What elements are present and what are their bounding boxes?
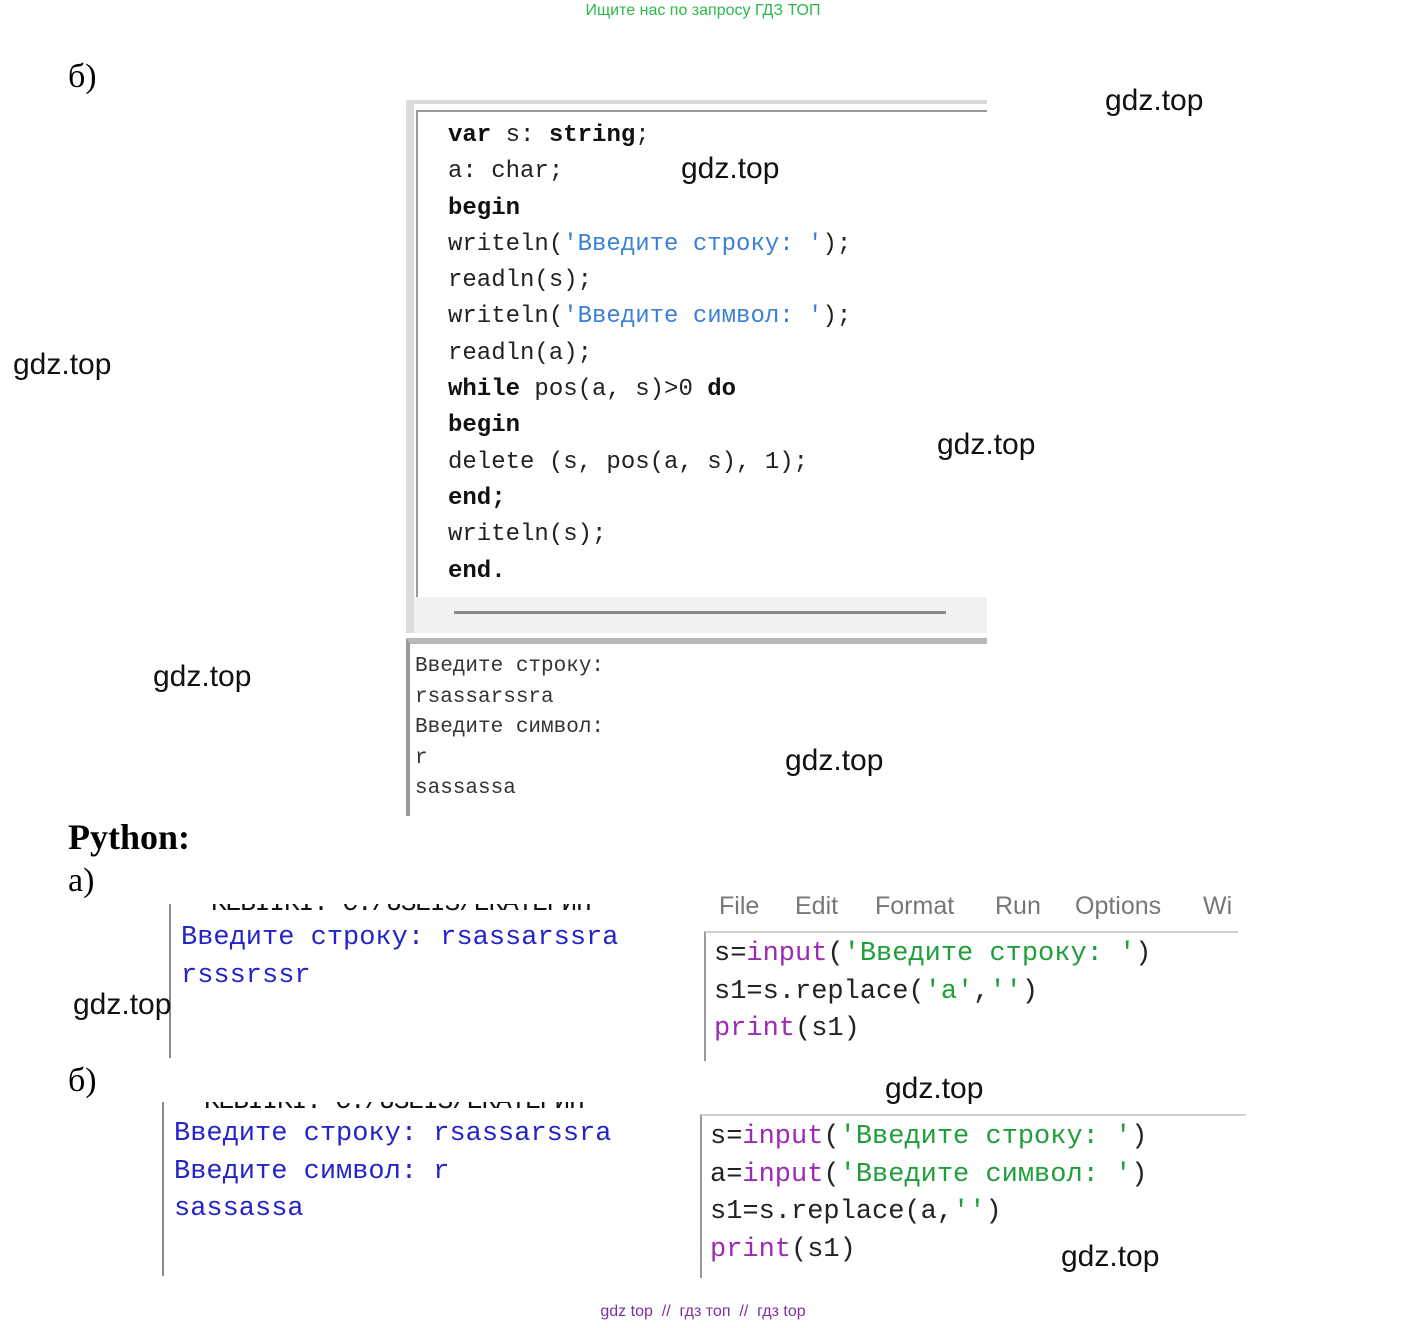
menu-format[interactable]: Format: [875, 896, 955, 920]
python-shell-a: KEBIIKI. C./USEIS/ЕКАТЕРИН Введите строк…: [169, 904, 705, 1058]
watermark: gdz.top: [885, 1072, 984, 1105]
python-editor-a[interactable]: s=input('Введите строку: ') s1=s.replace…: [704, 931, 1238, 1061]
pascal-code: var s: string; a: char; begin writeln('В…: [448, 118, 851, 590]
watermark: gdz.top: [1061, 1240, 1160, 1273]
shell-line: Введите строку: rsassarssra: [174, 1119, 612, 1149]
pascal-output-window: Введите строку: rsassarssra Введите симв…: [406, 638, 987, 816]
shell-line: Введите символ: r: [174, 1156, 450, 1187]
pascal-line: delete (s, pos(a, s), 1);: [448, 448, 809, 476]
watermark: gdz.top: [73, 988, 172, 1021]
python-code-b: s=input('Введите строку: ') a=input('Вве…: [710, 1119, 1147, 1269]
horizontal-scrollbar[interactable]: [414, 597, 987, 633]
python-shell-b: KEBIIKI. C./USEIS/ЕКАТЕРИН Введите строк…: [162, 1102, 702, 1276]
pascal-line: end;: [448, 484, 506, 512]
pascal-line: end.: [448, 557, 506, 585]
pascal-line: var s: string;: [448, 122, 650, 149]
python-editor-b[interactable]: s=input('Введите строку: ') a=input('Вве…: [700, 1114, 1246, 1278]
section-label-a: а): [68, 862, 95, 899]
output-line: Введите символ:: [415, 716, 605, 739]
pascal-line: begin: [448, 412, 521, 440]
pascal-line: writeln('Введите символ: ');: [448, 303, 852, 331]
watermark: gdz.top: [13, 348, 112, 381]
code-line: s1=s.replace(a,''): [710, 1197, 1002, 1227]
menu-window[interactable]: Wi: [1203, 896, 1233, 920]
menu-file[interactable]: File: [719, 896, 760, 920]
pascal-line: readln(s);: [448, 267, 593, 295]
menu-edit[interactable]: Edit: [795, 896, 839, 920]
code-line: a=input('Введите символ: '): [710, 1159, 1148, 1190]
code-line: s1=s.replace('a',''): [714, 976, 1039, 1007]
code-line: s=input('Введите строку: '): [710, 1122, 1148, 1152]
code-line: s=input('Введите строку: '): [714, 939, 1152, 969]
idle-menu-bar: File Edit Format Run Options Wi: [705, 896, 1245, 930]
code-line: print(s1): [710, 1234, 856, 1265]
shell-line: sassassa: [174, 1194, 304, 1224]
pascal-line: begin: [448, 194, 521, 222]
shell-line: Введите строку: rsassarssra: [181, 923, 619, 953]
pascal-code-editor[interactable]: var s: string; a: char; begin writeln('В…: [406, 100, 987, 633]
code-line: print(s1): [714, 1014, 860, 1044]
menu-options[interactable]: Options: [1075, 896, 1162, 920]
shell-output-b: Введите строку: rsassarssra Введите симв…: [174, 1116, 611, 1229]
shell-path-cut: KEBIIKI. C./USEIS/ЕКАТЕРИН: [211, 904, 592, 918]
site-header: Ищите нас по запросу ГДЗ ТОП: [585, 2, 821, 19]
section-label-b2: б): [68, 1062, 97, 1099]
watermark: gdz.top: [1105, 84, 1204, 117]
python-heading: Python:: [68, 817, 191, 857]
pascal-line: writeln(s);: [448, 521, 607, 549]
site-footer: gdz top // гдз топ // гдз top: [600, 1303, 806, 1320]
menu-run[interactable]: Run: [995, 896, 1041, 920]
watermark: gdz.top: [937, 428, 1036, 461]
scrollbar-thumb[interactable]: [454, 611, 946, 614]
shell-path-cut: KEBIIKI. C./USEIS/ЕКАТЕРИН: [204, 1102, 585, 1116]
pascal-line: readln(a);: [448, 339, 593, 367]
pascal-line: while pos(a, s)>0 do: [448, 376, 737, 404]
shell-output-a: Введите строку: rsassarssra rsssrssr: [181, 920, 618, 995]
watermark: gdz.top: [153, 660, 252, 693]
shell-line: rsssrssr: [181, 960, 311, 991]
output-line: rsassarssra: [415, 685, 554, 709]
output-line: r: [415, 746, 428, 770]
watermark: gdz.top: [681, 152, 780, 185]
watermark: gdz.top: [785, 744, 884, 777]
section-label-b: б): [68, 58, 97, 95]
pascal-output: Введите строку: rsassarssra Введите симв…: [415, 652, 604, 805]
output-line: Введите строку:: [415, 655, 605, 678]
output-line: sassassa: [415, 777, 516, 800]
python-code-a: s=input('Введите строку: ') s1=s.replace…: [714, 936, 1151, 1049]
pascal-line: a: char;: [448, 158, 564, 186]
pascal-line: writeln('Введите строку: ');: [448, 230, 852, 258]
